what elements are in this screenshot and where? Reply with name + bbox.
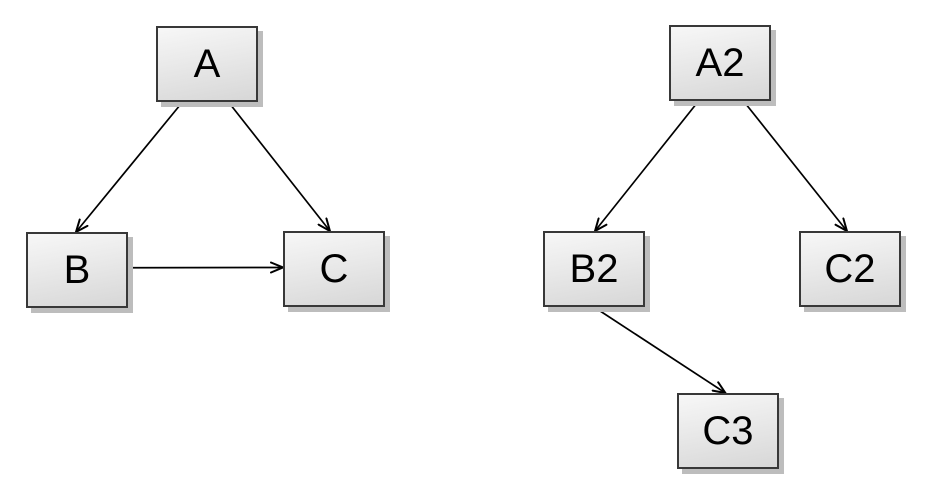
node-A[interactable]: A (156, 26, 258, 102)
edge-A2-B2[interactable] (594, 100, 700, 232)
node-label-B2: B2 (569, 247, 619, 291)
node-B2[interactable]: B2 (543, 231, 645, 307)
node-C[interactable]: C (283, 231, 385, 307)
edge-group (74, 100, 848, 394)
node-label-C3: C3 (702, 409, 754, 453)
edge-B2-C3[interactable] (593, 306, 727, 394)
edge-A2-C2[interactable] (742, 100, 848, 232)
node-label-A: A (193, 42, 221, 86)
edge-A-B[interactable] (74, 101, 184, 233)
node-label-C: C (319, 247, 349, 291)
node-label-B: B (63, 248, 91, 292)
node-A2[interactable]: A2 (669, 25, 771, 101)
node-label-C2: C2 (824, 247, 876, 291)
node-C2[interactable]: C2 (799, 231, 901, 307)
node-B[interactable]: B (26, 232, 128, 308)
node-C3[interactable]: C3 (677, 393, 779, 469)
node-label-A2: A2 (695, 41, 745, 85)
edge-A-C[interactable] (227, 101, 331, 232)
